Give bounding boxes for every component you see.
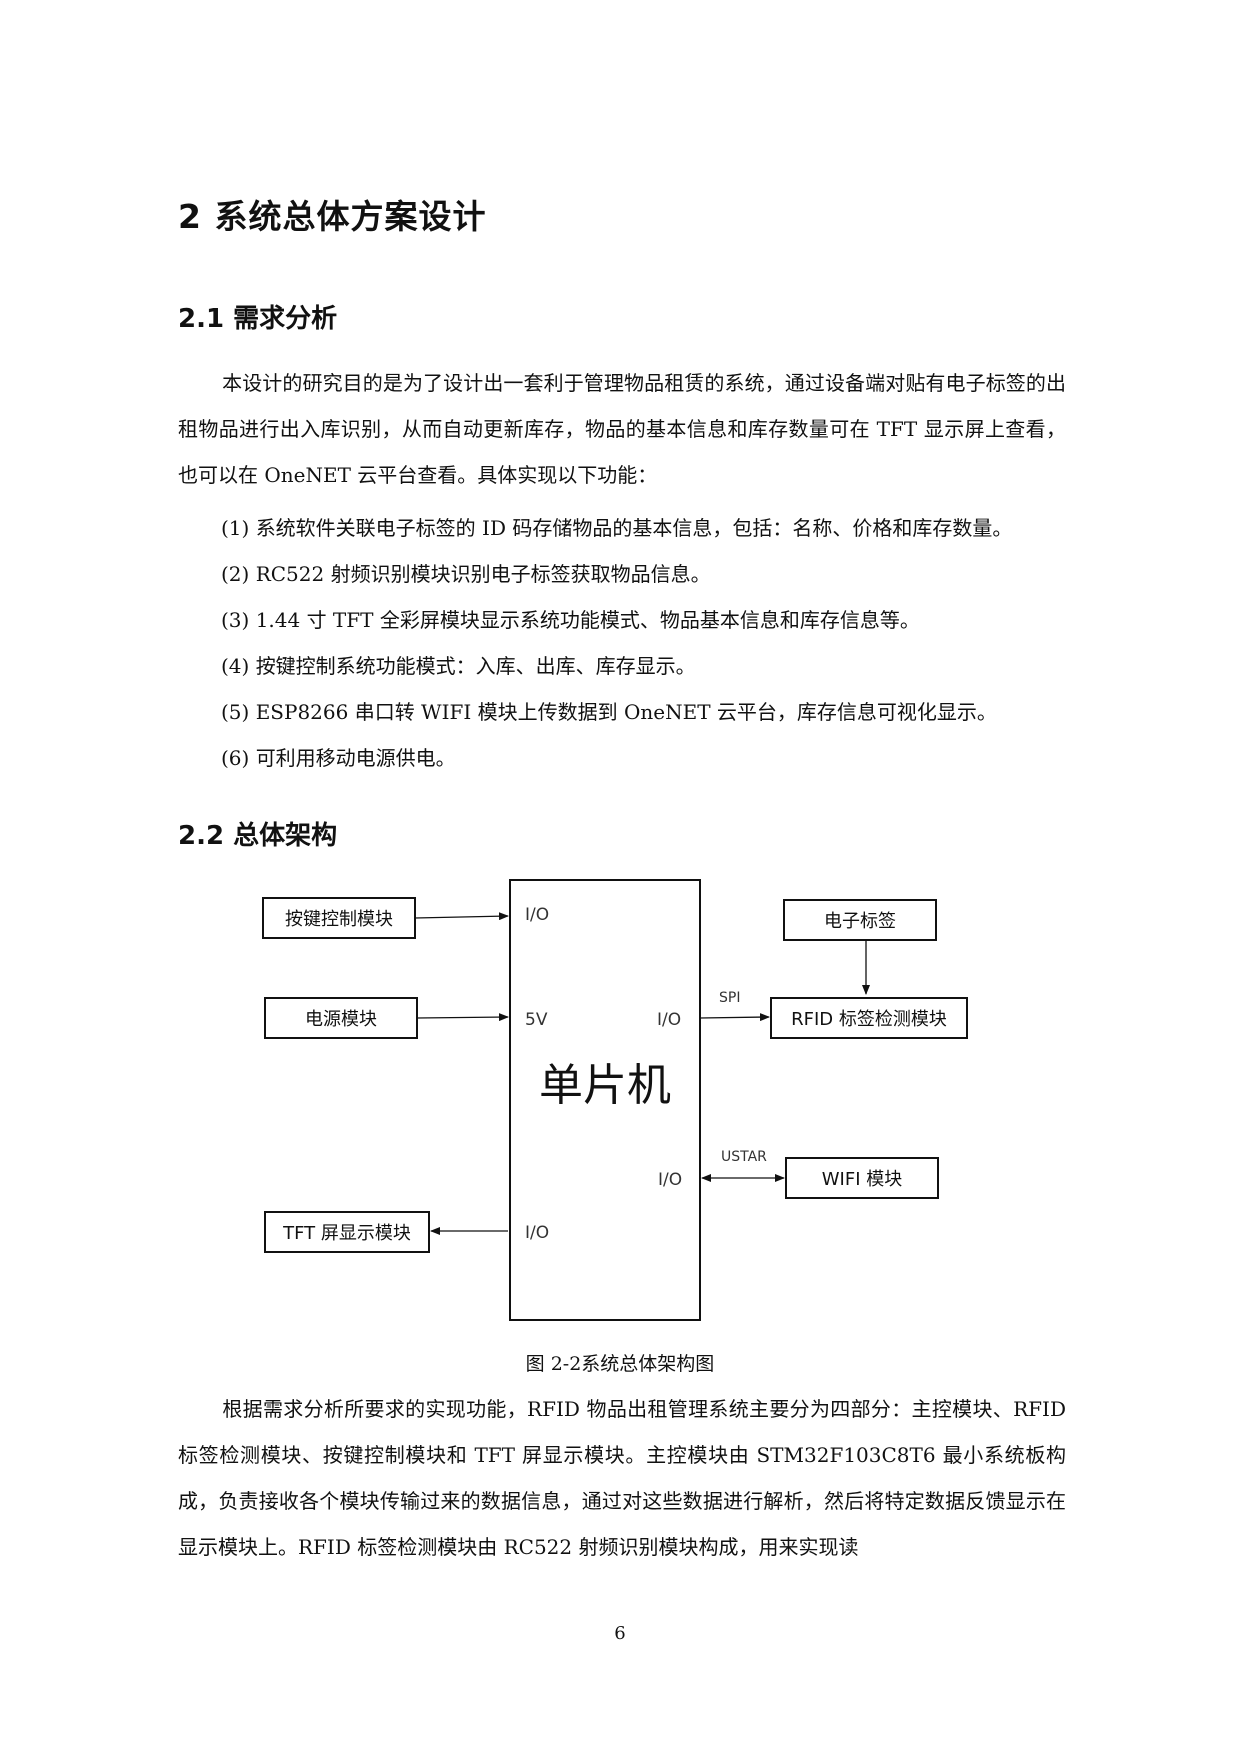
power-to-mcu-arrow [416,1013,509,1022]
intro-paragraph-text: 本设计的研究目的是为了设计出一套利于管理物品租赁的系统，通过设备端对贴有电子标签… [178,371,1066,487]
chapter-title: 2 系统总体方案设计 [178,197,487,236]
port-io-low-right: I/O [658,1170,682,1190]
requirement-item-5: (5) ESP8266 串口转 WIFI 模块上传数据到 OneNET 云平台，… [221,700,997,724]
power-module-label: 电源模块 [305,1009,377,1030]
power-module-box [264,997,418,1039]
port-5v: 5V [525,1010,548,1030]
architecture-diagram: 单片机 I/O 5V I/O I/O I/O 按键控制模块 电源模块 TFT 屏… [250,870,990,1340]
key-module-box [262,897,416,939]
architecture-diagram-svg: 单片机 I/O 5V I/O I/O I/O 按键控制模块 电源模块 TFT 屏… [262,879,968,1321]
mcu-to-rfid-arrow [699,1013,770,1022]
body-paragraph-text: 根据需求分析所要求的实现功能，RFID 物品出租管理系统主要分为四部分：主控模块… [178,1397,1066,1559]
port-io-top-left: I/O [525,905,549,925]
rfid-module-box [770,997,968,1039]
port-io-bottom-left: I/O [525,1223,549,1243]
tft-module-label: TFT 屏显示模块 [282,1223,411,1244]
requirement-item-6: (6) 可利用移动电源供电。 [221,746,456,770]
key-module-label: 按键控制模块 [285,909,393,930]
tag-box [783,899,937,941]
requirement-item-1: (1) 系统软件关联电子标签的 ID 码存储物品的基本信息，包括：名称、价格和库… [221,516,1013,540]
body-paragraph: 根据需求分析所要求的实现功能，RFID 物品出租管理系统主要分为四部分：主控模块… [178,1386,1066,1570]
mcu-box [509,879,701,1321]
key-to-mcu-arrow [414,912,509,921]
rfid-module-label: RFID 标签检测模块 [791,1009,947,1030]
requirement-item-3: (3) 1.44 寸 TFT 全彩屏模块显示系统功能模式、物品基本信息和库存信息… [221,608,920,632]
wifi-module-box [785,1157,939,1199]
requirement-item-4: (4) 按键控制系统功能模式：入库、出库、库存显示。 [221,654,696,678]
page-number: 6 [614,1623,626,1644]
tft-module-box [264,1211,430,1253]
requirement-item-2: (2) RC522 射频识别模块识别电子标签获取物品信息。 [221,562,711,586]
spi-label: SPI [719,990,740,1006]
section-title-2-2: 2.2 总体架构 [178,821,338,851]
intro-paragraph: 本设计的研究目的是为了设计出一套利于管理物品租赁的系统，通过设备端对贴有电子标签… [178,360,1066,498]
mcu-label: 单片机 [539,1060,671,1111]
figure-caption: 图 2-2系统总体架构图 [525,1353,715,1375]
wifi-module-label: WIFI 模块 [822,1169,903,1190]
port-io-mid-right: I/O [657,1010,681,1030]
tag-label: 电子标签 [824,911,896,932]
section-title-2-1: 2.1 需求分析 [178,304,338,334]
ustar-label: USTAR [721,1149,767,1165]
